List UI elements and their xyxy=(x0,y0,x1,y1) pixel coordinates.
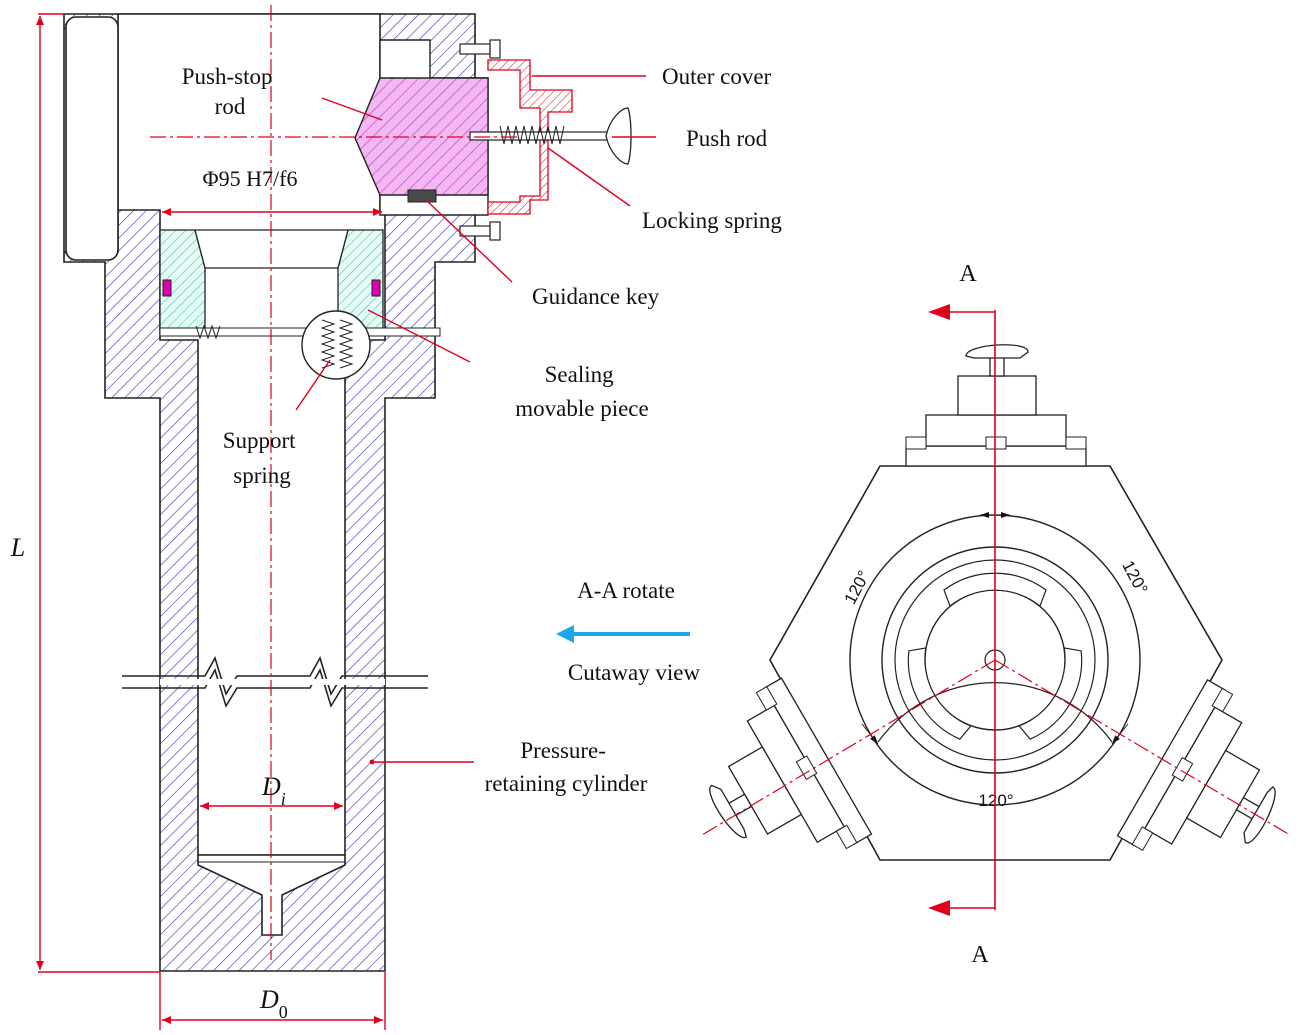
seal-ring-left xyxy=(162,279,172,297)
push-rod-handle xyxy=(605,107,632,165)
sealing-piece-left xyxy=(159,229,206,331)
locking-spring xyxy=(499,125,565,145)
label-locking-spring: Locking spring xyxy=(642,208,782,233)
dim-label-fit: Φ95 H7/f6 xyxy=(203,166,298,191)
leader-sealing xyxy=(367,309,471,363)
dim-label-l: L xyxy=(10,533,25,562)
label-pressure-retaining-cylinder: Pressure- retaining cylinder xyxy=(485,738,648,796)
support-spring-coil xyxy=(320,319,354,369)
top-view: 120° 120° 120° A A xyxy=(701,261,1291,968)
left-unit xyxy=(709,677,873,850)
outer-cover xyxy=(487,59,573,215)
label-support-spring: Support spring xyxy=(223,428,302,488)
head-slot xyxy=(65,16,119,261)
sealing-piece-right xyxy=(337,229,384,331)
leader-push-stop-rod xyxy=(321,97,383,121)
support-rod xyxy=(159,327,441,337)
bolt-bottom xyxy=(459,221,501,241)
label-guidance-key: Guidance key xyxy=(532,284,660,309)
section-label-top: A xyxy=(959,261,977,287)
dim-label-di: Di xyxy=(261,772,286,809)
angle-label-bottom: 120° xyxy=(978,791,1013,810)
label-cutaway-view: Cutaway view xyxy=(568,660,701,685)
support-spring-coil-left xyxy=(195,324,221,340)
leader-guidance-key xyxy=(425,199,513,283)
guidance-key xyxy=(407,189,437,203)
label-outer-cover: Outer cover xyxy=(662,64,772,89)
bolt-top xyxy=(459,39,501,59)
section-label-bottom: A xyxy=(971,942,989,968)
label-sealing-movable-piece: Sealing movable piece xyxy=(515,362,648,421)
label-push-rod: Push rod xyxy=(686,126,768,151)
right-unit xyxy=(1116,679,1276,851)
top-unit xyxy=(905,344,1087,467)
rotation-note: A-A rotate Cutaway view xyxy=(556,578,700,685)
leader-locking-spring xyxy=(547,147,631,207)
sectional-view: L Φ95 H7/f6 Di D0 Push-stop rod Outer xyxy=(10,5,782,1030)
push-rod xyxy=(469,131,611,141)
seal-ring-right xyxy=(371,279,381,297)
blue-arrow-head xyxy=(556,625,574,643)
label-a-a-rotate: A-A rotate xyxy=(577,578,675,603)
bottom-cone xyxy=(197,854,346,936)
label-push-stop-rod: Push-stop rod xyxy=(182,64,279,119)
leader-support-spring xyxy=(295,359,331,411)
support-spring-detail xyxy=(301,310,371,380)
dim-label-d0: D0 xyxy=(259,985,288,1022)
